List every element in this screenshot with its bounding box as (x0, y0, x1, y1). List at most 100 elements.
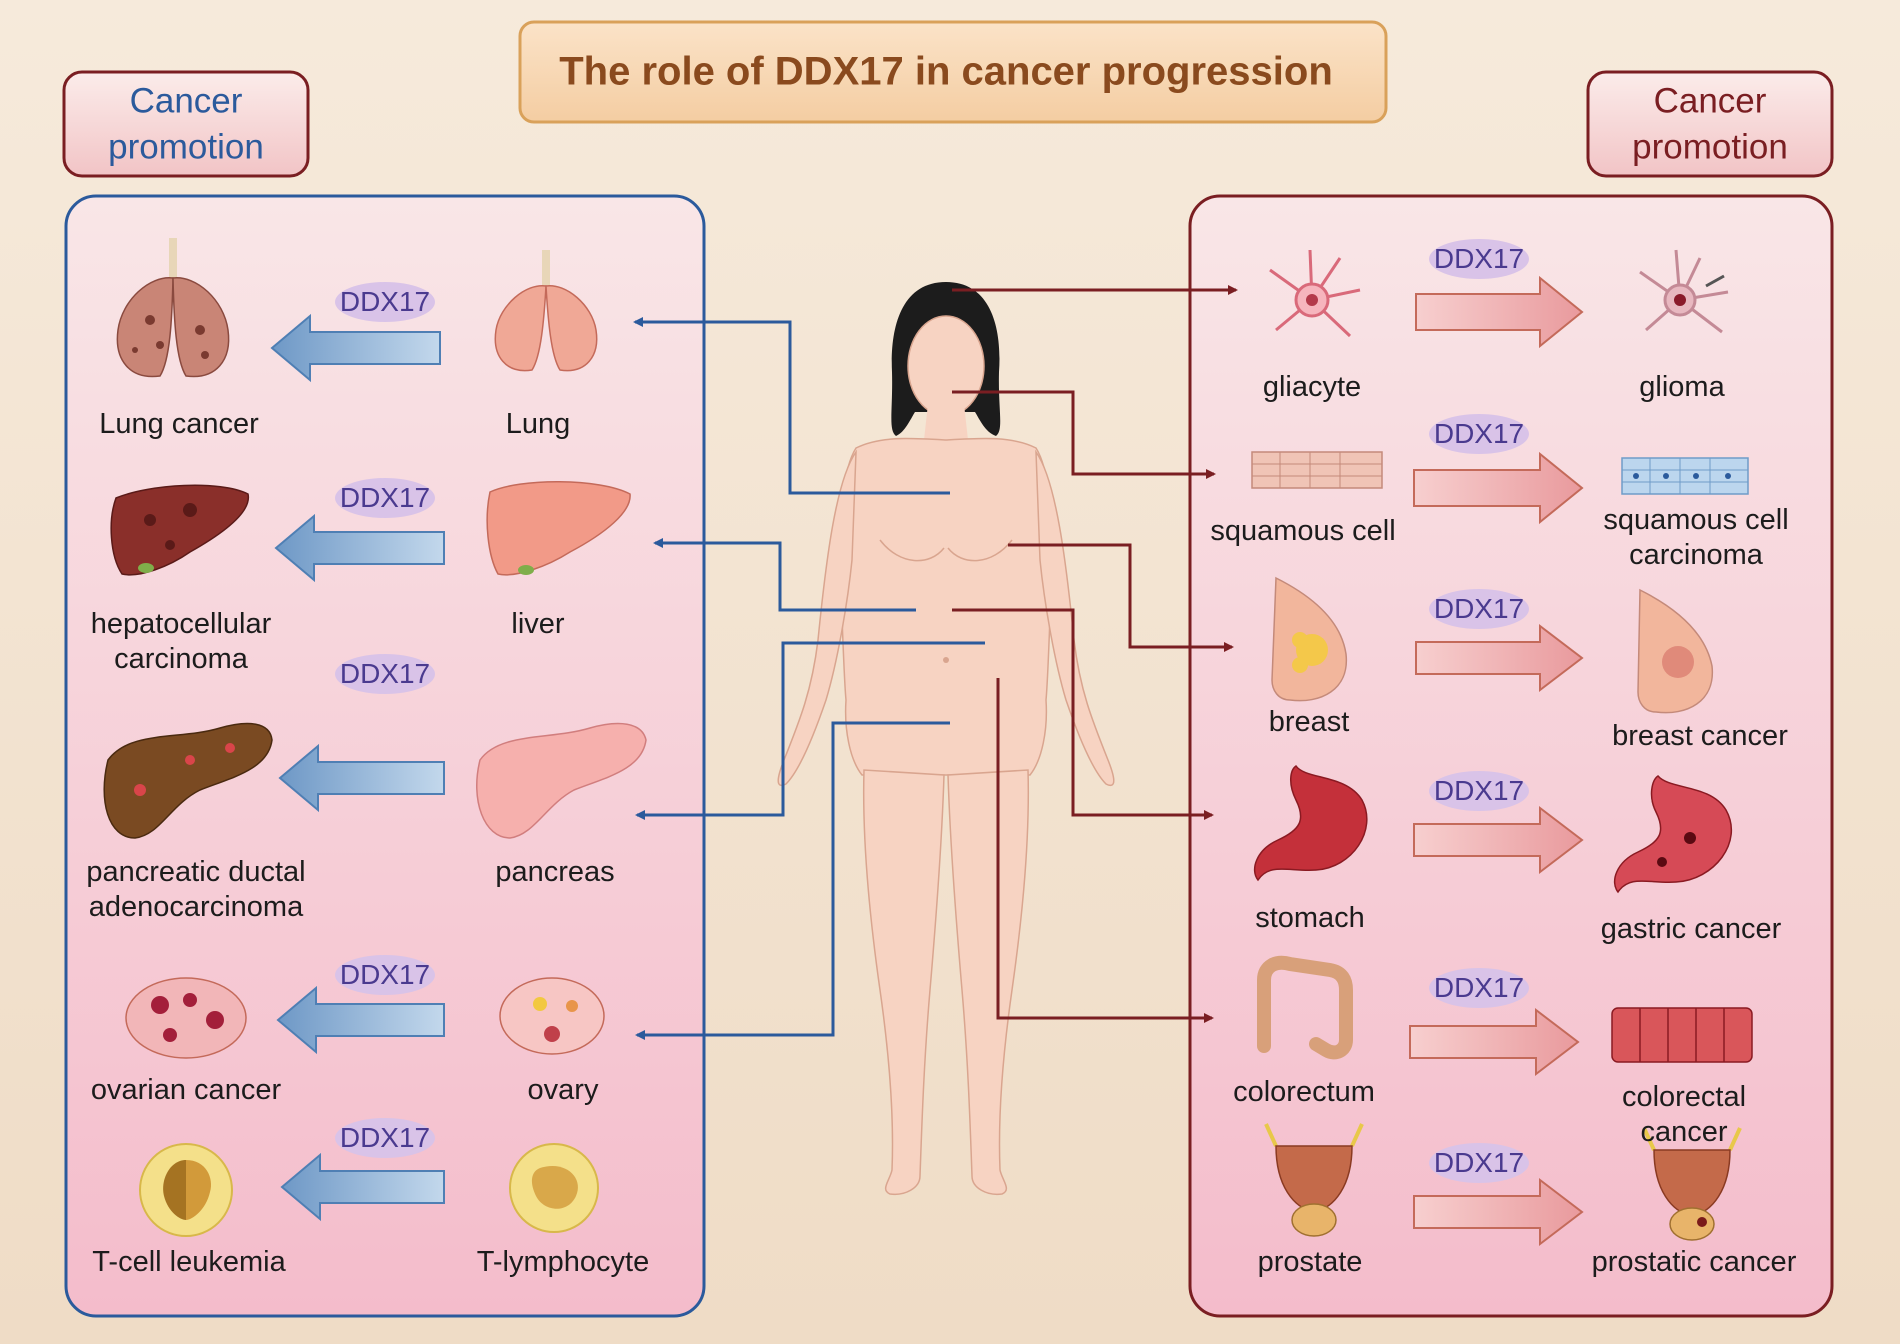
stomach-icon (1253, 764, 1368, 882)
label-squamous-cell-carcinoma: squamous cell carcinoma (1603, 504, 1789, 572)
pancreas-icon (476, 722, 647, 839)
squamous-cell-carcinoma-icon (1621, 457, 1749, 495)
label-glioma: glioma (1639, 371, 1725, 403)
ddx17-label-colorectum: DDX17 (1433, 972, 1525, 1003)
label-ovarian-cancer: ovarian cancer (90, 1074, 282, 1106)
ddx17-label-stomach: DDX17 (1433, 775, 1525, 806)
pink-arrow (1415, 623, 1584, 693)
label-prostate: prostate (1257, 1246, 1363, 1278)
left-header: Cancer promotion (108, 81, 264, 167)
diagram-title: The role of DDX17 in cancer progression (559, 49, 1333, 94)
label-pancreas: pancreas (495, 856, 615, 888)
blue-arrow (270, 313, 441, 383)
label-ovary: ovary (527, 1074, 599, 1106)
connector-pancreas (635, 641, 985, 820)
title-box (518, 20, 1388, 124)
face (907, 315, 985, 417)
label-gliacyte: gliacyte (1262, 371, 1362, 403)
label-lung: Lung (505, 408, 571, 440)
right-connectors (952, 285, 1238, 1023)
left-row-tcell (139, 1118, 599, 1237)
right-row-breast (1271, 576, 1713, 714)
pink-arrow (1413, 451, 1584, 525)
ddx17-label-tcell: DDX17 (339, 1122, 431, 1153)
label-breast: breast (1268, 706, 1350, 738)
ddx17-label-liver: DDX17 (339, 482, 431, 513)
pink-arrow (1415, 275, 1584, 349)
colorectum-icon (1257, 955, 1353, 1060)
connector-lung (633, 317, 950, 495)
left-arm (777, 449, 857, 787)
left-row-liver (110, 478, 631, 583)
label-hepatocellular-carcinoma: hepatocellular carcinoma (90, 608, 272, 676)
connector-colorectum (996, 678, 1214, 1023)
gliacyte-icon (1269, 249, 1361, 338)
navel (943, 657, 949, 663)
left-row-lung (116, 238, 598, 383)
blue-arrow (276, 985, 445, 1055)
left-row-ovary (125, 955, 605, 1059)
connector-breast (1008, 543, 1234, 652)
connector-squamous (952, 390, 1216, 479)
pink-arrow (1409, 1007, 1580, 1077)
label-colorectum: colorectum (1233, 1076, 1375, 1108)
gastric-cancer-icon (1613, 775, 1732, 894)
ddx17-bubble (335, 282, 435, 322)
lung-icon (494, 250, 598, 372)
ddx17-bubble (1429, 1143, 1529, 1183)
label-lung-cancer: Lung cancer (99, 408, 259, 440)
chest-line (879, 539, 1013, 562)
ddx17-bubble (1429, 771, 1529, 811)
ddx17-bubble (335, 955, 435, 995)
label-gastric-cancer: gastric cancer (1600, 913, 1782, 945)
ovary-icon (499, 977, 605, 1055)
ddx17-label-pancreas: DDX17 (339, 658, 431, 689)
label-prostatic-cancer: prostatic cancer (1591, 1246, 1797, 1278)
ddx17-label-ovary: DDX17 (339, 959, 431, 990)
breast-icon (1271, 576, 1347, 702)
blue-arrow (274, 513, 445, 583)
label-breast-cancer: breast cancer (1612, 720, 1788, 752)
neck (924, 404, 968, 440)
colorectal-cancer-icon (1611, 1007, 1753, 1063)
pink-arrow (1413, 805, 1584, 875)
right-row-glia (1269, 239, 1729, 349)
right-arm (1035, 449, 1115, 787)
prostate-icon (1264, 1123, 1364, 1237)
ovarian-cancer-icon (125, 977, 247, 1059)
ddx17-label-prostate: DDX17 (1433, 1147, 1525, 1178)
label-liver: liver (511, 608, 565, 640)
blue-arrow (280, 1152, 445, 1222)
right-row-squamous (1251, 414, 1749, 525)
connector-stomach (952, 608, 1214, 820)
human-body (777, 282, 1115, 1196)
prostatic-cancer-icon (1642, 1127, 1742, 1241)
ddx17-bubble (1429, 968, 1529, 1008)
blue-arrow (278, 743, 445, 813)
breast-cancer-icon (1637, 588, 1713, 714)
left-leg (862, 769, 945, 1196)
squamous-cell-icon (1251, 451, 1383, 489)
connector-liver (653, 538, 916, 612)
ddx17-label-glia: DDX17 (1433, 243, 1525, 274)
ddx17-bubble (335, 478, 435, 518)
ddx17-label-breast: DDX17 (1433, 593, 1525, 624)
glioma-icon (1639, 249, 1729, 334)
left-header-box (62, 70, 310, 178)
t-lymphocyte-icon (509, 1143, 599, 1233)
torso (839, 437, 1053, 776)
ddx17-bubble (335, 654, 435, 694)
ddx17-label-squamous: DDX17 (1433, 418, 1525, 449)
right-header: Cancer promotion (1632, 81, 1788, 167)
lung-cancer-icon (116, 238, 230, 378)
right-header-box (1586, 70, 1834, 178)
right-row-stomach (1253, 764, 1732, 894)
label-t-lymphocyte: T-lymphocyte (476, 1246, 650, 1278)
ddx17-bubble (1429, 239, 1529, 279)
t-cell-leukemia-icon (139, 1143, 233, 1237)
label-stomach: stomach (1255, 902, 1365, 934)
ddx17-bubble (1429, 414, 1529, 454)
liver-icon (486, 481, 631, 576)
